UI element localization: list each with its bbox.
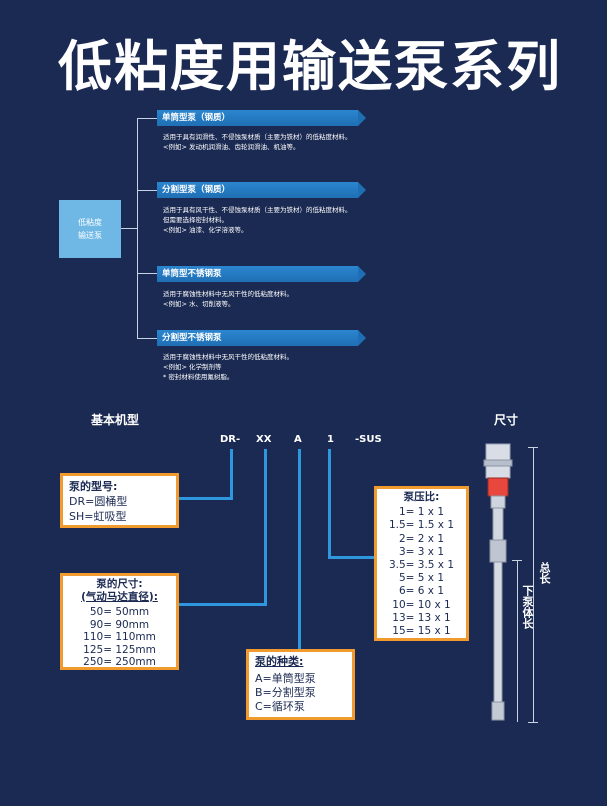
type-bar-4: 分割型不锈钢泵 [157, 330, 366, 346]
type-bar-2: 分割型泵（钢质） [157, 182, 366, 198]
type-bar-3: 单筒型不锈钢泵 [157, 266, 366, 282]
type-desc-4-line-2: <例如> 化学制剂等 [163, 363, 222, 371]
type-desc-2-line-1: 适用于具有风干性、不侵蚀泵材质（主要为铁材）的低粘度材料。 [163, 206, 352, 214]
connector-ratio [328, 449, 331, 559]
lower-length-label: 下泵体长 [521, 585, 534, 629]
page-title: 低粘度用输送泵系列 [58, 35, 562, 98]
type-desc-3-line-1: 适用于腐蚀性材料中无风干性的低粘度材料。 [163, 290, 293, 298]
connector-model [230, 449, 233, 500]
pressure-ratio-item-3: 2= 2 x 1 [398, 532, 445, 545]
code-ratio: 1 [327, 434, 334, 445]
tree-branch-3 [137, 273, 157, 274]
pump-model-title: 泵的型号: [69, 480, 118, 493]
pressure-ratio-item-7: 6= 6 x 1 [398, 585, 445, 598]
type-desc-4-line-3: * 密封材料使用氟树脂。 [163, 373, 234, 381]
code-kind: A [294, 434, 302, 445]
pressure-ratio-item-1: 1= 1 x 1 [398, 506, 445, 519]
pump-size-item-4: 125= 125mm [83, 643, 156, 656]
type-desc-1-line-2: <例如> 发动机润滑油、齿轮润滑油、机油等。 [163, 143, 300, 151]
type-desc-1-line-1: 适用于具有润滑性、不侵蚀泵材质（主要为铁材）的低粘度材料。 [163, 133, 352, 141]
category-line-1: 低粘度 [78, 218, 102, 227]
type-desc-2-line-2: 但需要选择密封材料。 [163, 216, 228, 224]
pump-size-item-2: 90= 90mm [89, 618, 150, 631]
pump-model-item-2: SH=虹吸型 [69, 510, 127, 523]
total-length-label: 总长 [538, 562, 551, 584]
category-line-2: 输送泵 [78, 231, 102, 240]
code-size: XX [256, 434, 272, 445]
total-length-tick-bottom [528, 722, 538, 723]
pump-size-box: 泵的尺寸: (气动马达直径): 50= 50mm 90= 90mm 110= 1… [60, 573, 179, 670]
total-length-tick-top [528, 447, 538, 448]
pump-kind-title: 泵的种类: [255, 655, 304, 668]
type-desc-3: 适用于腐蚀性材料中无风干性的低粘度材料。 <例如> 水、切削液等。 [163, 289, 293, 309]
tree-branch-2 [137, 190, 157, 191]
connector-kind [298, 449, 301, 651]
pressure-ratio-title: 泵压比: [403, 491, 440, 503]
pressure-ratio-item-8: 10= 10 x 1 [392, 598, 451, 611]
pressure-ratio-item-6: 5= 5 x 1 [398, 572, 445, 585]
type-bar-1: 单筒型泵（钢质） [157, 110, 366, 126]
pump-size-subtitle: (气动马达直径): [81, 590, 158, 603]
pump-kind-item-2: B=分割型泵 [255, 686, 316, 699]
tree-branch-1 [137, 118, 157, 119]
connector-size-h [178, 603, 267, 606]
type-desc-2: 适用于具有风干性、不侵蚀泵材质（主要为铁材）的低粘度材料。 但需要选择密封材料。… [163, 205, 352, 235]
pump-kind-item-1: A=单筒型泵 [255, 672, 316, 685]
type-desc-4-line-1: 适用于腐蚀性材料中无风干性的低粘度材料。 [163, 353, 293, 361]
type-desc-4: 适用于腐蚀性材料中无风干性的低粘度材料。 <例如> 化学制剂等 * 密封材料使用… [163, 352, 293, 382]
category-box: 低粘度 输送泵 [59, 200, 121, 258]
tree-trunk [121, 228, 137, 229]
connector-ratio-h [328, 556, 375, 559]
pressure-ratio-box: 泵压比: 1= 1 x 1 1.5= 1.5 x 1 2= 2 x 1 3= 3… [374, 486, 469, 641]
pressure-ratio-item-10: 15= 15 x 1 [392, 625, 451, 638]
connector-model-h [178, 497, 233, 500]
size-heading: 尺寸 [494, 413, 519, 427]
tree-branch-4 [137, 338, 157, 339]
pump-illustration [483, 443, 513, 721]
basic-model-heading: 基本机型 [91, 413, 140, 427]
pump-model-box: 泵的型号: DR=圆桶型 SH=虹吸型 [60, 473, 179, 528]
pump-size-title: 泵的尺寸: [96, 578, 143, 590]
pressure-ratio-item-5: 3.5= 3.5 x 1 [388, 559, 455, 572]
connector-size [264, 449, 267, 606]
pump-size-item-1: 50= 50mm [89, 606, 150, 618]
pump-kind-item-3: C=循环泵 [255, 700, 305, 713]
lower-length-line [517, 560, 518, 722]
type-desc-1: 适用于具有润滑性、不侵蚀泵材质（主要为铁材）的低粘度材料。 <例如> 发动机润滑… [163, 132, 352, 152]
code-suffix: -SUS [355, 434, 382, 445]
pressure-ratio-item-4: 3= 3 x 1 [398, 545, 445, 558]
pump-model-item-1: DR=圆桶型 [69, 495, 128, 508]
type-desc-3-line-2: <例如> 水、切削液等。 [163, 300, 235, 308]
pressure-ratio-item-2: 1.5= 1.5 x 1 [388, 519, 455, 532]
code-prefix: DR- [220, 434, 241, 445]
pressure-ratio-item-9: 13= 13 x 1 [392, 611, 451, 624]
lower-length-tick-top [512, 560, 522, 561]
tree-vertical [137, 118, 138, 338]
pump-kind-box: 泵的种类: A=单筒型泵 B=分割型泵 C=循环泵 [246, 649, 355, 720]
pump-size-item-3: 110= 110mm [83, 631, 156, 643]
total-length-line [533, 447, 534, 722]
pump-size-item-5: 250= 250mm [83, 656, 156, 668]
type-desc-2-line-3: <例如> 油漆、化学溶液等。 [163, 226, 248, 234]
